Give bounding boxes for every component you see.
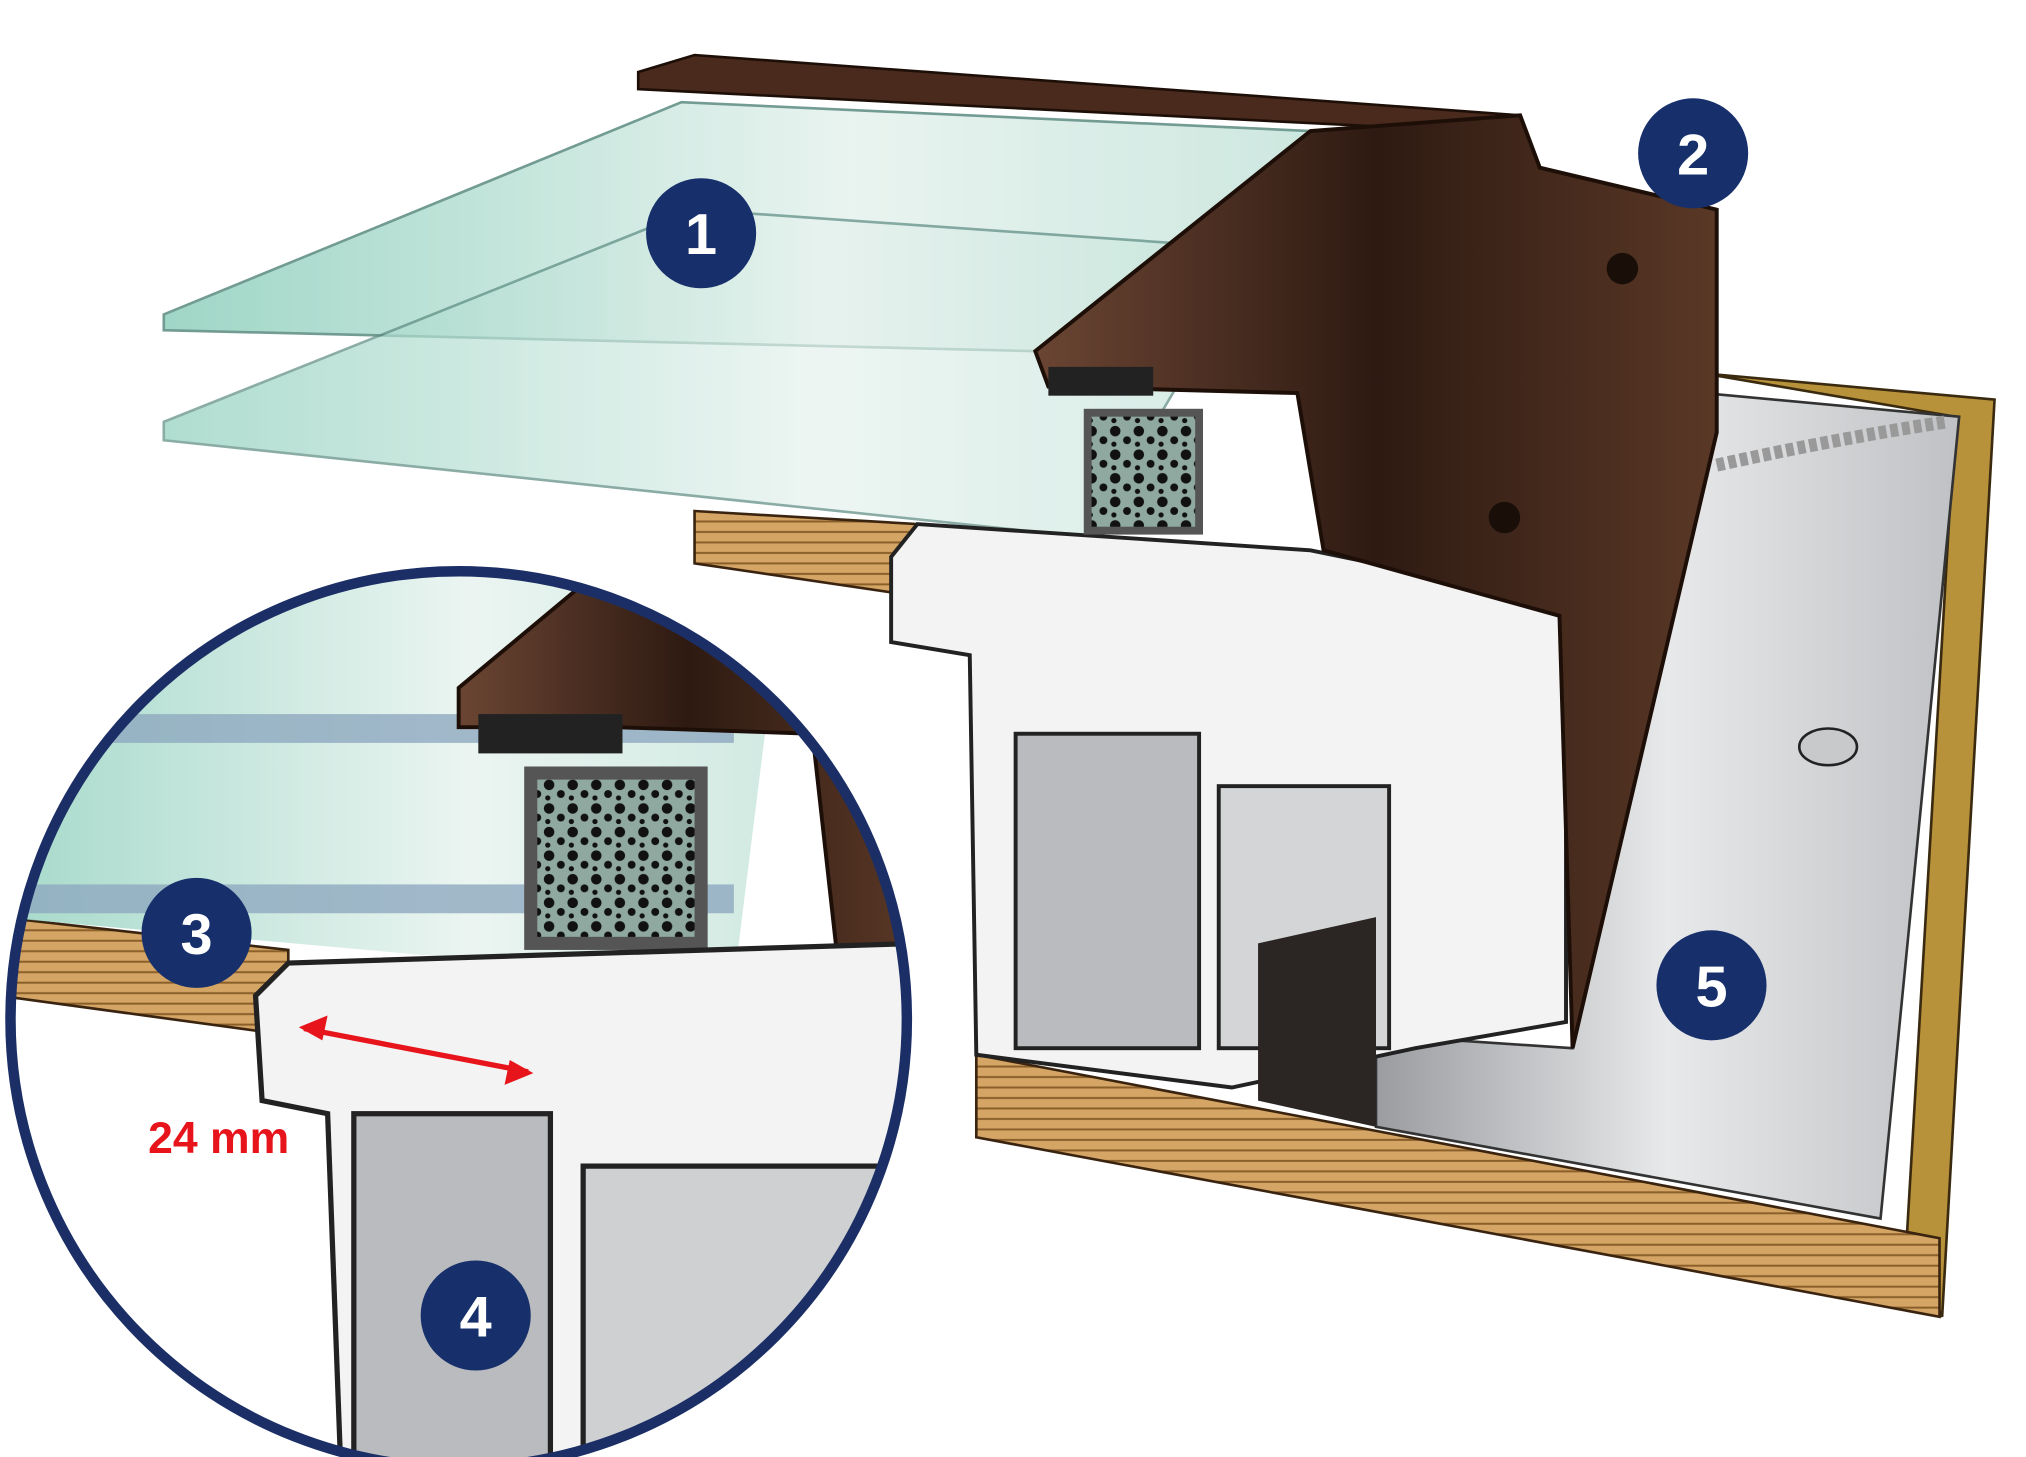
arrow-head-right [504, 1059, 534, 1085]
wood-base-right [974, 1053, 1941, 1319]
marker-1: 1 [646, 178, 757, 289]
arrow-head-left [298, 1015, 328, 1041]
detail-inset: 24 mm [5, 566, 912, 1457]
marker-number: 2 [1677, 123, 1709, 187]
dark-void [1258, 917, 1377, 1127]
screw-icon [1797, 727, 1859, 767]
marker-4: 4 [420, 1260, 531, 1371]
dimension-arrow [303, 1025, 529, 1075]
cap-screw-icon [1488, 501, 1521, 534]
marker-number: 3 [181, 903, 213, 967]
glass-pane-lower [162, 208, 1261, 539]
wood-base-left [693, 509, 919, 598]
dimension-label: 24 mm [148, 1114, 289, 1163]
inset-insulation-spacer [524, 766, 708, 950]
insulation-spacer [1083, 408, 1204, 535]
cap-screw-icon [1606, 252, 1639, 285]
inset-border [5, 566, 912, 1457]
marker-number: 4 [460, 1285, 492, 1349]
profile-chamber [1013, 731, 1202, 1051]
brown-cap [1032, 113, 1719, 1049]
marker-3: 3 [141, 877, 252, 988]
gasket-bead [1715, 415, 1948, 472]
inset-gasket [478, 714, 623, 754]
marker-number: 1 [685, 203, 717, 267]
glazing-gasket [1048, 366, 1154, 396]
marker-number: 5 [1695, 955, 1727, 1019]
marker-2: 2 [1638, 98, 1749, 209]
marker-5: 5 [1656, 930, 1767, 1041]
